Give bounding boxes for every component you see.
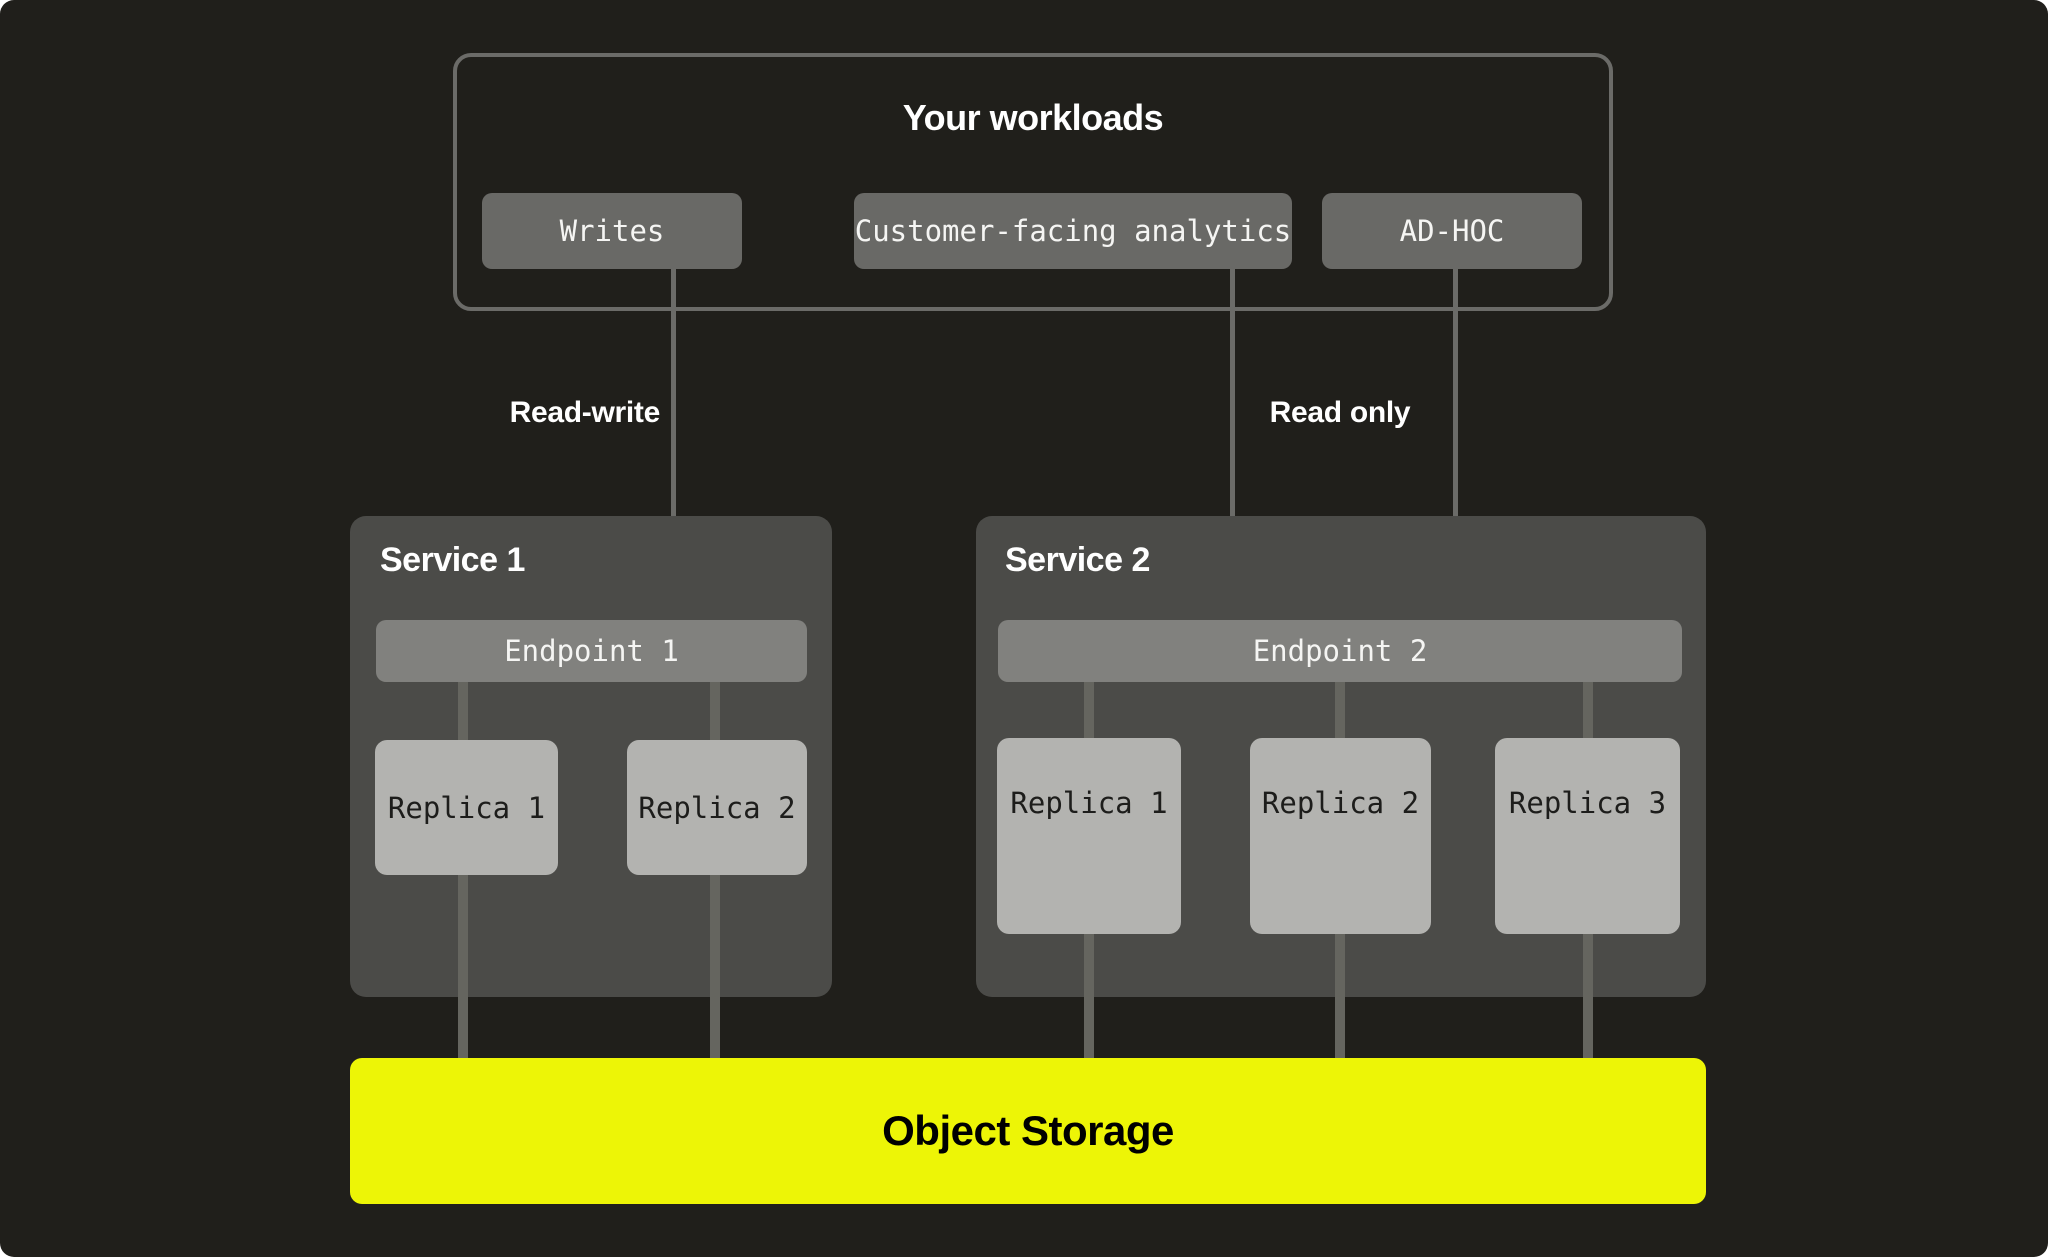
workload-chip-adhoc-label: AD-HOC [1399, 214, 1505, 248]
service2-replica-1-label: Replica 1 [1010, 786, 1168, 820]
service1-replica-1: Replica 1 [375, 740, 558, 875]
arrow-line [1453, 269, 1458, 585]
service1-replica-1-label: Replica 1 [387, 790, 546, 825]
service2-endpoint: Endpoint 2 [998, 620, 1682, 682]
workloads-title: Your workloads [902, 97, 1164, 138]
workloads-panel [453, 53, 1613, 311]
object-storage-bar: Object Storage [350, 1058, 1706, 1204]
service2-endpoint-label: Endpoint 2 [1252, 634, 1428, 668]
arrow-line [1230, 269, 1235, 585]
service2-title: Service 2 [1005, 541, 1150, 579]
workload-chip-analytics: Customer-facing analytics [854, 193, 1292, 269]
service2-replica-1: Replica 1 [997, 738, 1181, 934]
flow-label-read-write: Read-write [509, 396, 661, 429]
object-storage-label: Object Storage [882, 1107, 1174, 1154]
service2-replica-2: Replica 2 [1250, 738, 1431, 934]
service1-replica-2: Replica 2 [627, 740, 807, 875]
service1-endpoint-label: Endpoint 1 [504, 634, 679, 668]
service2-replica-2-label: Replica 2 [1261, 786, 1420, 820]
service2-replica-3: Replica 3 [1495, 738, 1680, 934]
workload-chip-analytics-label: Customer-facing analytics [854, 214, 1292, 248]
service1-title: Service 1 [380, 541, 525, 579]
service1-replica-2-label: Replica 2 [638, 790, 796, 825]
service1-endpoint: Endpoint 1 [376, 620, 807, 682]
workload-chip-adhoc: AD-HOC [1322, 193, 1582, 269]
workload-chip-writes: Writes [482, 193, 742, 269]
flow-label-read-only: Read only [1269, 396, 1411, 429]
arrow-line [671, 269, 676, 585]
workload-chip-writes-label: Writes [559, 214, 665, 248]
service2-replica-3-label: Replica 3 [1508, 786, 1667, 820]
